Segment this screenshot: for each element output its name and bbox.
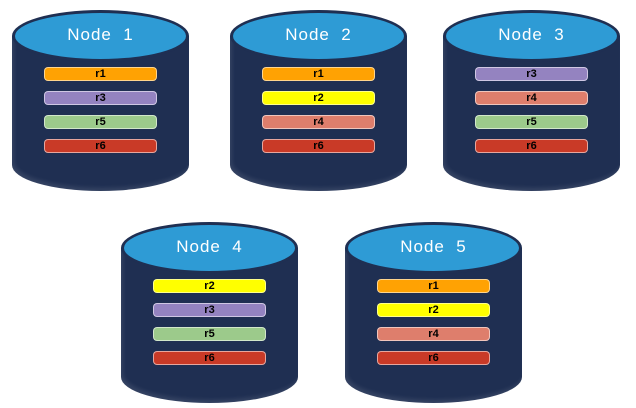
node-header-ellipse: Node 4 [121, 222, 298, 274]
node-cylinder-3: Node 3 r3 r4 r5 r6 [443, 10, 620, 191]
replica-bar-r6: r6 [475, 139, 588, 153]
replica-list: r2 r3 r5 r6 [121, 279, 298, 365]
node-title: Node 1 [67, 25, 134, 44]
replica-list: r1 r2 r4 r6 [230, 67, 407, 153]
replica-bar-r6: r6 [44, 139, 157, 153]
node-cylinder-2: Node 2 r1 r2 r4 r6 [230, 10, 407, 191]
replica-bar-r4: r4 [475, 91, 588, 105]
node-cylinder-4: Node 4 r2 r3 r5 r6 [121, 222, 298, 403]
node-title: Node 5 [400, 237, 467, 256]
replica-bar-r3: r3 [153, 303, 266, 317]
replica-bar-r5: r5 [475, 115, 588, 129]
replica-list: r3 r4 r5 r6 [443, 67, 620, 153]
node-header-ellipse: Node 2 [230, 10, 407, 62]
replica-bar-r2: r2 [377, 303, 490, 317]
node-cylinder-1: Node 1 r1 r3 r5 r6 [12, 10, 189, 191]
replica-bar-r1: r1 [377, 279, 490, 293]
replica-bar-r4: r4 [262, 115, 375, 129]
replica-bar-r4: r4 [377, 327, 490, 341]
node-header-ellipse: Node 3 [443, 10, 620, 62]
node-title: Node 4 [176, 237, 243, 256]
replica-bar-r5: r5 [153, 327, 266, 341]
node-cylinder-5: Node 5 r1 r2 r4 r6 [345, 222, 522, 403]
replica-list: r1 r2 r4 r6 [345, 279, 522, 365]
replica-bar-r3: r3 [44, 91, 157, 105]
replica-list: r1 r3 r5 r6 [12, 67, 189, 153]
node-header-ellipse: Node 5 [345, 222, 522, 274]
replica-bar-r6: r6 [262, 139, 375, 153]
node-title: Node 3 [498, 25, 565, 44]
node-title: Node 2 [285, 25, 352, 44]
replica-bar-r6: r6 [377, 351, 490, 365]
replica-bar-r1: r1 [262, 67, 375, 81]
replica-bar-r5: r5 [44, 115, 157, 129]
node-header-ellipse: Node 1 [12, 10, 189, 62]
replica-bar-r1: r1 [44, 67, 157, 81]
replica-bar-r6: r6 [153, 351, 266, 365]
replica-bar-r3: r3 [475, 67, 588, 81]
replica-bar-r2: r2 [262, 91, 375, 105]
replica-bar-r2: r2 [153, 279, 266, 293]
